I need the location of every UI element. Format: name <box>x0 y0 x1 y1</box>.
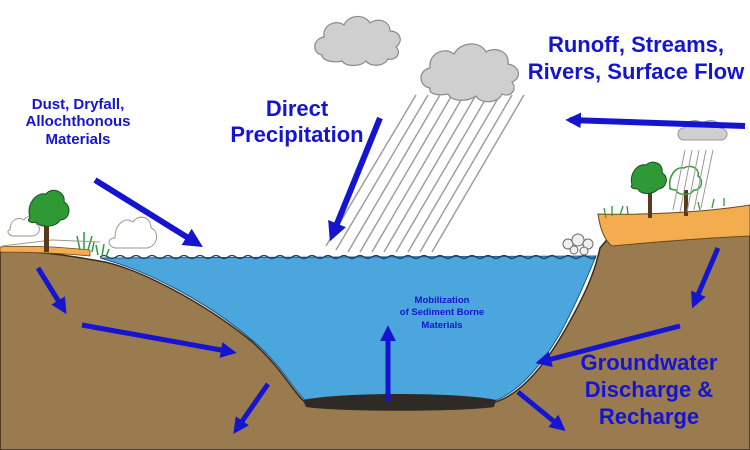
label-mobilization: Mobilization of Sediment Borne Materials <box>372 295 512 332</box>
dust-pile-icon <box>1 216 157 249</box>
tree-icon-right <box>630 161 703 218</box>
label-gw-line-2: Discharge & <box>584 376 714 402</box>
label-dust-line-2: Allochthonous <box>25 113 131 131</box>
label-runoff: Runoff, Streams, Rivers, Surface Flow <box>525 32 747 86</box>
label-dust-dryfall: Dust, Dryfall, Allochthonous Materials <box>8 96 148 148</box>
shore-sand <box>597 204 750 247</box>
arrow-gw-right-1 <box>691 247 721 309</box>
label-mob-line-1: Mobilization <box>414 295 470 306</box>
label-direct-line-2: Precipitation <box>230 122 364 148</box>
label-gw-line-1: Groundwater <box>580 350 718 375</box>
label-runoff-line-2: Rivers, Surface Flow <box>527 58 745 84</box>
arrow-direct-precipitation <box>328 116 383 242</box>
label-runoff-line-1: Runoff, Streams, <box>547 32 725 57</box>
grass-icon-right <box>603 198 725 219</box>
label-groundwater: Groundwater Discharge & Recharge <box>574 350 724 430</box>
label-mob-line-2: of Sediment Borne <box>399 307 485 319</box>
label-direct-line-1: Direct <box>265 96 329 121</box>
arrow-gw-right-2 <box>535 323 681 367</box>
cloud-icon-2 <box>420 43 519 103</box>
arrow-dust <box>93 177 203 248</box>
label-dust-line-1: Dust, Dryfall, <box>31 96 125 113</box>
rain-icon <box>325 94 525 253</box>
arrow-gw-left-3 <box>233 382 271 434</box>
label-dust-line-3: Materials <box>45 130 111 148</box>
water-surface <box>99 254 597 260</box>
label-gw-line-3: Recharge <box>598 403 700 429</box>
arrow-gw-left-2 <box>81 322 237 358</box>
rock-icon <box>562 233 594 256</box>
tree-icon <box>27 189 70 252</box>
arrow-gw-left-1 <box>35 266 67 315</box>
arrow-gw-right-3 <box>516 390 566 432</box>
rain-icon-small <box>672 149 714 213</box>
arrow-runoff <box>565 112 746 129</box>
flow-arrows <box>35 112 746 434</box>
label-direct-precipitation: Direct Precipitation <box>222 96 372 149</box>
label-mob-line-3: Materials <box>421 319 463 331</box>
cloud-icon <box>314 15 401 67</box>
sediment-layer <box>303 394 496 411</box>
